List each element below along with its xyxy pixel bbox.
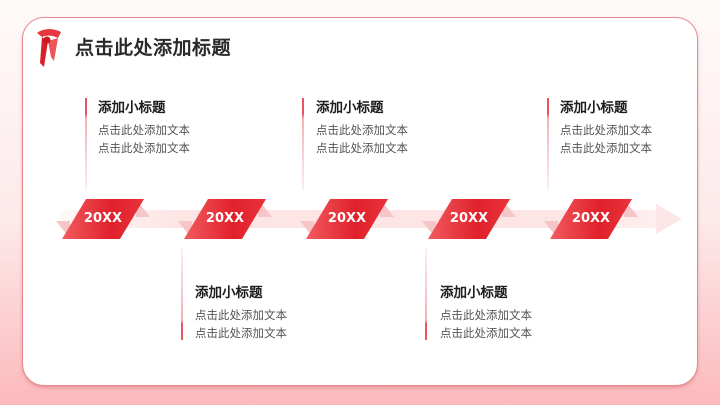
- item-title: 添加小标题: [440, 285, 508, 301]
- item-title: 添加小标题: [316, 100, 384, 116]
- item-title: 添加小标题: [560, 100, 628, 116]
- item-text: 点击此处添加文本 点击此处添加文本: [560, 121, 720, 157]
- year-tag-5[interactable]: 20XX: [544, 199, 638, 239]
- connector-line: [85, 98, 87, 190]
- connector-line: [181, 248, 183, 340]
- year-label: 20XX: [205, 211, 245, 226]
- item-text: 点击此处添加文本 点击此处添加文本: [440, 306, 600, 342]
- item-text: 点击此处添加文本 点击此处添加文本: [195, 306, 355, 342]
- item-text-line: 点击此处添加文本: [98, 141, 190, 155]
- timeline-arrow-icon: [656, 204, 682, 234]
- timeline-item-4[interactable]: 添加小标题 点击此处添加文本 点击此处添加文本: [440, 284, 600, 342]
- timeline-item-3[interactable]: 添加小标题 点击此处添加文本 点击此处添加文本: [316, 99, 476, 157]
- item-text-line: 点击此处添加文本: [560, 141, 652, 155]
- item-text-line: 点击此处添加文本: [316, 141, 408, 155]
- year-tag-3[interactable]: 20XX: [300, 199, 394, 239]
- year-label: 20XX: [571, 211, 611, 226]
- item-text: 点击此处添加文本 点击此处添加文本: [98, 121, 258, 157]
- connector-line: [547, 98, 549, 190]
- year-label: 20XX: [449, 211, 489, 226]
- year-tag-1[interactable]: 20XX: [56, 199, 150, 239]
- item-text-line: 点击此处添加文本: [560, 123, 652, 137]
- item-text-line: 点击此处添加文本: [440, 308, 532, 322]
- item-title: 添加小标题: [195, 285, 263, 301]
- year-label: 20XX: [83, 211, 123, 226]
- year-tag-4[interactable]: 20XX: [422, 199, 516, 239]
- item-text-line: 点击此处添加文本: [316, 123, 408, 137]
- timeline-item-2[interactable]: 添加小标题 点击此处添加文本 点击此处添加文本: [195, 284, 355, 342]
- item-text-line: 点击此处添加文本: [195, 308, 287, 322]
- red-scarf-icon: [37, 29, 61, 67]
- item-text: 点击此处添加文本 点击此处添加文本: [316, 121, 476, 157]
- timeline-item-5[interactable]: 添加小标题 点击此处添加文本 点击此处添加文本: [560, 99, 720, 157]
- item-text-line: 点击此处添加文本: [195, 326, 287, 340]
- page-title[interactable]: 点击此处添加标题: [75, 37, 232, 59]
- item-text-line: 点击此处添加文本: [440, 326, 532, 340]
- year-label: 20XX: [327, 211, 367, 226]
- timeline-item-1[interactable]: 添加小标题 点击此处添加文本 点击此处添加文本: [98, 99, 258, 157]
- item-title: 添加小标题: [98, 100, 166, 116]
- connector-line: [425, 248, 427, 340]
- item-text-line: 点击此处添加文本: [98, 123, 190, 137]
- year-tag-2[interactable]: 20XX: [178, 199, 272, 239]
- connector-line: [302, 98, 304, 190]
